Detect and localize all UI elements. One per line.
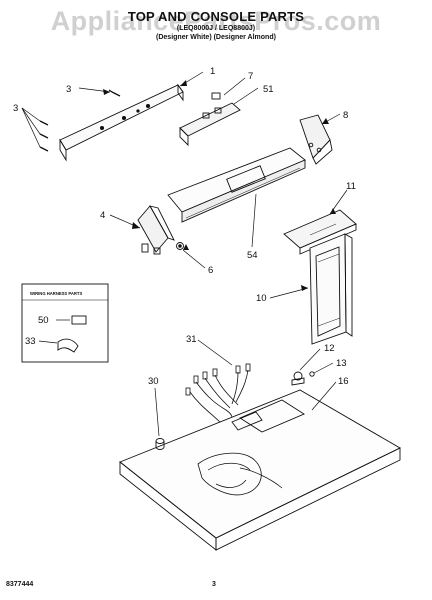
callout-3a: 3 [66,84,71,95]
control-board-part [179,92,241,147]
frame-part [309,233,353,345]
callout-31: 31 [186,334,197,345]
callout-7: 7 [248,71,253,82]
page-title: TOP AND CONSOLE PARTS [127,9,305,24]
callout-11: 11 [346,181,356,192]
clip-part [176,242,184,250]
end-cap-left-part [137,205,175,255]
page-number: 3 [212,581,216,588]
callout-4: 4 [100,210,105,221]
callout-12: 12 [324,343,335,354]
console-bracket-part [59,83,184,162]
callout-labels: 1 3 3 7 51 8 4 54 6 11 10 50 33 31 12 13… [13,66,356,387]
screw-part [39,89,121,152]
hole-plug-part [309,371,315,377]
callout-1: 1 [210,66,215,77]
top-cover-part [119,389,401,551]
callout-50: 50 [38,315,49,326]
inset-title: WIRING HARNESS PARTS [30,291,82,296]
model-line: (LEQ8000J / LEQ8800J) [176,25,256,32]
document-number: 8377444 [6,581,34,588]
console-panel-part [167,147,306,223]
plug-part [155,438,165,450]
arrowheads [103,80,336,291]
wiring-harness-inset [21,283,109,363]
callout-13: 13 [336,358,347,369]
callout-16: 16 [338,376,349,387]
callout-54: 54 [247,250,258,261]
watermark: AppliancePartsPros.com [50,6,382,36]
callout-6: 6 [208,265,213,276]
callout-8: 8 [343,110,348,121]
callout-30: 30 [148,376,159,387]
endcap-lid-part [283,209,357,255]
callout-33: 33 [25,336,36,347]
callout-51: 51 [263,84,274,95]
end-cap-right-part [299,114,333,165]
callout-3b: 3 [13,103,18,114]
grommet-part [291,371,305,386]
callout-10: 10 [256,293,267,304]
variant-line: (Designer White) (Designer Almond) [156,34,276,41]
